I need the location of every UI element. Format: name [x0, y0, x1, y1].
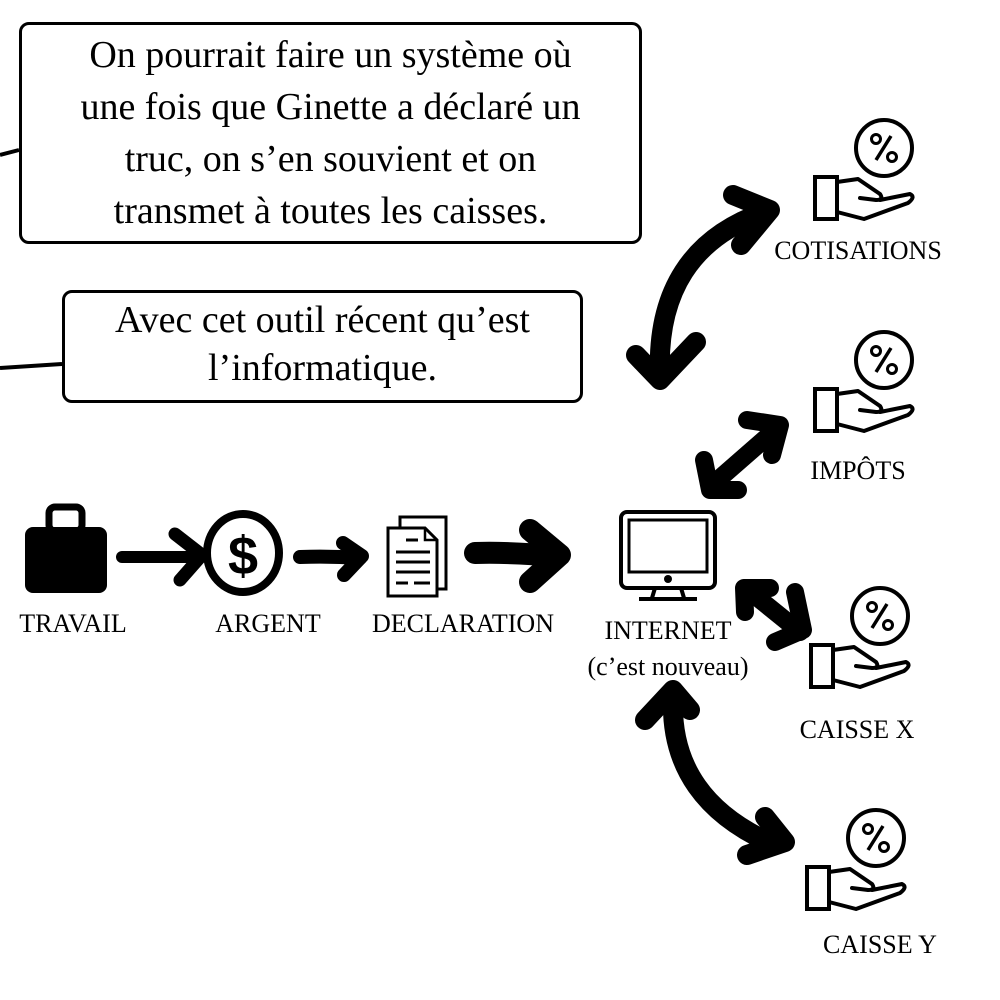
bubble-middle-line: l’informatique.	[208, 347, 437, 389]
bubble-top-line: transmet à toutes les caisses.	[113, 190, 548, 232]
label-caisse-x: CAISSE X	[799, 715, 915, 744]
hand-percent-icon-caisse-y	[805, 808, 907, 911]
svg-text:$: $	[228, 526, 258, 586]
bubble-top-line: On pourrait faire un système où	[89, 34, 572, 76]
speech-bubble-top: On pourrait faire un système où une fois…	[19, 22, 642, 244]
computer-monitor-icon	[619, 510, 717, 601]
hand-percent-icon-caisse-x	[809, 586, 911, 689]
label-internet: INTERNET	[604, 616, 732, 645]
hand-percent-icon-impots	[813, 330, 915, 433]
arrow-internet-caisse-y	[635, 680, 795, 865]
briefcase-icon	[25, 503, 107, 593]
arrow-internet-cotisations	[626, 185, 780, 390]
label-cotisations: COTISATIONS	[774, 236, 942, 265]
label-travail: TRAVAIL	[19, 609, 127, 638]
arrow-argent-to-declaration	[293, 536, 369, 582]
label-internet-sub: (c’est nouveau)	[587, 652, 749, 681]
arrow-internet-caisse-x	[735, 579, 812, 651]
arrow-internet-impots	[695, 411, 789, 499]
bubble-top-line: une fois que Ginette a déclaré un	[80, 86, 581, 128]
bubble-middle-tail	[0, 362, 63, 370]
label-argent: ARGENT	[215, 609, 321, 638]
speech-bubble-middle: Avec cet outil récent qu’est l’informati…	[62, 290, 583, 403]
arrow-declaration-to-internet	[464, 519, 571, 593]
label-declaration: DECLARATION	[372, 609, 554, 638]
bubble-middle-line: Avec cet outil récent qu’est	[115, 299, 530, 341]
arrow-travail-to-argent	[116, 527, 209, 587]
label-impots: IMPÔTS	[810, 456, 906, 485]
bubble-top-line: truc, on s’en souvient et on	[124, 138, 537, 180]
bubble-top-tail	[0, 148, 20, 157]
dollar-coin-icon: $	[203, 510, 283, 596]
document-icon	[386, 515, 448, 598]
label-caisse-y: CAISSE Y	[823, 930, 937, 959]
hand-percent-icon-cotisations	[813, 118, 915, 221]
